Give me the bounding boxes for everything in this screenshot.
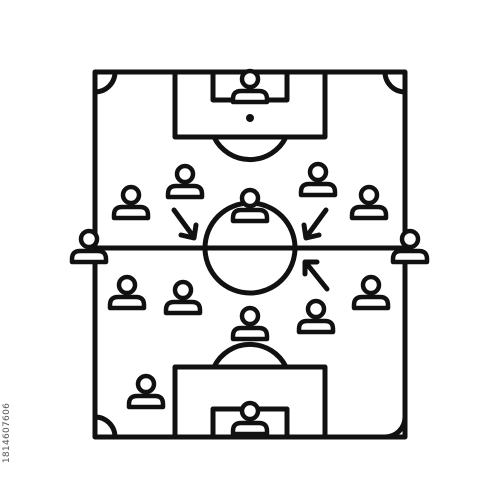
player-icon [126,373,166,410]
top-penalty-spot [246,114,254,122]
image-id-text: 1814607606 [2,402,12,464]
player-icon [230,68,270,105]
corner-arc-top-right [382,69,408,95]
player-icon [163,279,203,316]
player-icon [230,400,270,437]
arrow-to-center-top-left [171,207,199,241]
player-icon [69,228,109,265]
player-icon [230,305,270,342]
arrow-to-center-bottom-right [302,259,330,292]
player-icon [107,274,147,311]
bottom-penalty-arc [211,342,289,370]
player-icon [230,187,270,224]
corner-arc-bottom-right [382,414,408,440]
image-id-label: 1814607606 [1,378,13,488]
player-icon [111,184,151,221]
corner-arc-top-left [92,69,118,95]
player-icon [351,274,391,311]
corner-arc-bottom-left [92,414,118,440]
top-penalty-arc [211,134,289,162]
player-icon [296,298,336,335]
player-icon [165,163,205,200]
player-icon [390,228,430,265]
arrow-to-center-top-right [301,207,329,241]
player-icon [298,161,338,198]
player-icon [349,184,389,221]
